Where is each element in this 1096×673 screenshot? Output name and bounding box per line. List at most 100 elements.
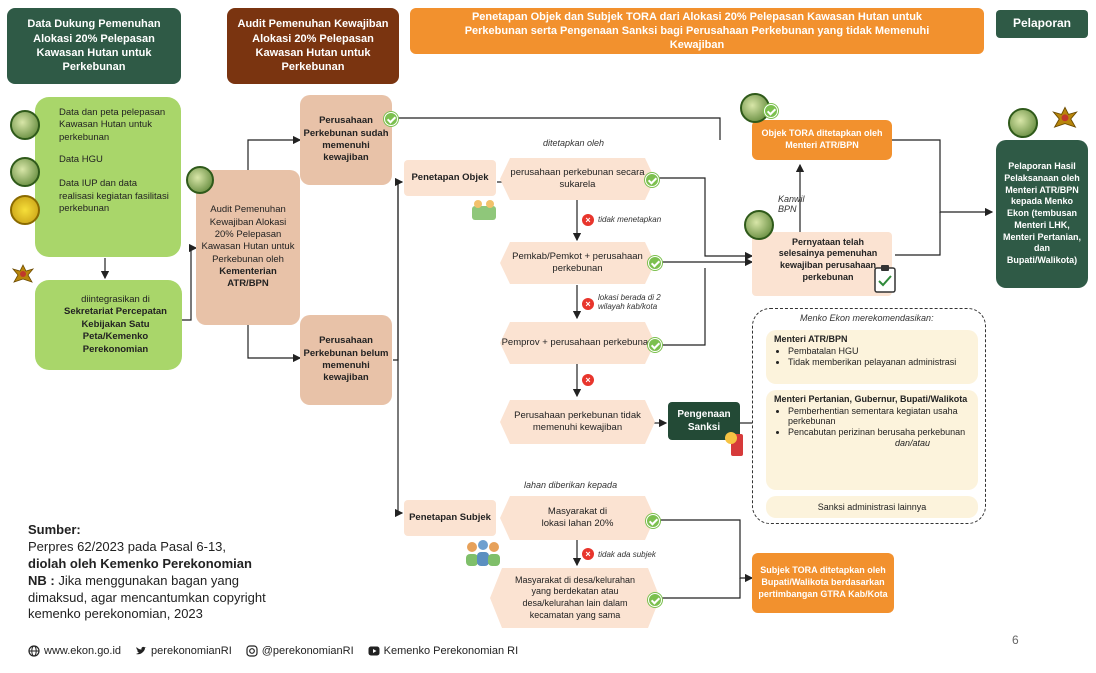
- footer-youtube-text: Kemenko Perekonomian RI: [383, 645, 519, 657]
- header-penetapan: Penetapan Objek dan Subjek TORA dari Alo…: [410, 8, 984, 54]
- lokasi-label: lokasi berada di 2 wilayah kab/kota: [598, 293, 661, 311]
- sanction-icon: [725, 432, 743, 456]
- check-icon: [384, 112, 398, 126]
- diamond-sukarela-text: perusahaan perkebunan secara sukarela: [510, 166, 645, 190]
- integrasi-body: Sekretariat Percepatan Kebijakan Satu Pe…: [64, 306, 167, 355]
- diamond-tidak-memenuhi-text: Perusahaan perkebunan tidak memenuhi kew…: [514, 409, 641, 433]
- audit-box-bold: Kementerian ATR/BPN: [219, 266, 277, 290]
- check-icon: [648, 256, 662, 270]
- tidak-menetapkan-label: tidak menetapkan: [598, 215, 662, 224]
- atr-item: Pembatalan HGU: [788, 346, 970, 356]
- lainnya-text: Sanksi administrasi lainnya: [817, 502, 927, 512]
- nb-label: NB :: [28, 572, 55, 588]
- rekomendasi-title: Menko Ekon merekomendasikan:: [800, 313, 934, 323]
- cross-icon: ×: [582, 298, 594, 310]
- emblem-icon: [186, 166, 214, 194]
- youtube-icon: [368, 646, 380, 656]
- header-audit: Audit Pemenuhan Kewajiban Alokasi 20% Pe…: [227, 8, 399, 84]
- header-audit-text: Audit Pemenuhan Kewajiban Alokasi 20% Pe…: [237, 18, 389, 74]
- rekomendasi-tani-card: Menteri Pertanian, Gubernur, Bupati/Wali…: [766, 390, 978, 490]
- header-data-dukung: Data Dukung Pemenuhan Alokasi 20% Pelepa…: [7, 8, 181, 84]
- perusahaan-belum-text: Perusahaan Perkebunan belum memenuhi kew…: [303, 335, 389, 384]
- pernyataan-text: Pernyataan telah selesainya pemenuhan ke…: [778, 236, 878, 282]
- rekomendasi-lainnya-card: Sanksi administrasi lainnya: [766, 496, 978, 518]
- header-pelaporan-text: Pelaporan: [1012, 16, 1072, 31]
- pelaporan-box-text: Pelaporan Hasil Pelaksanaan oleh Menteri…: [1002, 161, 1082, 265]
- audit-box-text: Audit Pemenuhan Kewajiban Alokasi 20% Pe…: [201, 204, 295, 265]
- data-box: Data dan peta pelepasan Kawasan Hutan un…: [35, 97, 181, 257]
- footer-instagram[interactable]: @perekonomianRI: [246, 645, 354, 657]
- emblem-icon: [10, 157, 40, 187]
- check-icon: [764, 104, 778, 118]
- footer-instagram-text: @perekonomianRI: [261, 645, 354, 657]
- objek-tora-box: Objek TORA ditetapkan oleh Menteri ATR/B…: [752, 120, 892, 160]
- rekomendasi-panel: [752, 308, 986, 524]
- diamond-pemkab: Pemkab/Pemkot + perusahaan perkebunan: [500, 242, 655, 284]
- perusahaan-belum-box: Perusahaan Perkebunan belum memenuhi kew…: [300, 315, 392, 405]
- sumber-line2: diolah oleh Kemenko Perekonomian: [28, 555, 252, 571]
- sumber-line1: Perpres 62/2023 pada Pasal 6-13,: [28, 538, 227, 554]
- subjek-tora-text: Subjek TORA ditetapkan oleh Bupati/Walik…: [758, 565, 888, 599]
- footer-web[interactable]: www.ekon.go.id: [28, 645, 121, 657]
- footer: www.ekon.go.id perekonomianRI @perekonom…: [28, 642, 728, 660]
- footer-youtube[interactable]: Kemenko Perekonomian RI: [368, 645, 519, 657]
- cross-icon: ×: [582, 214, 594, 226]
- header-penetapan-text: Penetapan Objek dan Subjek TORA dari Alo…: [464, 10, 930, 52]
- rekomendasi-atr-card: Menteri ATR/BPN Pembatalan HGU Tidak mem…: [766, 330, 978, 384]
- data-item-1: Data dan peta pelepasan Kawasan Hutan un…: [59, 107, 166, 143]
- integrasi-prefix: diintegrasikan di: [81, 294, 150, 306]
- check-icon: [646, 514, 660, 528]
- emblem-icon: [10, 110, 40, 140]
- footer-web-text: www.ekon.go.id: [44, 645, 122, 657]
- check-icon: [645, 173, 659, 187]
- sumber-block: Sumber: Perpres 62/2023 pada Pasal 6-13,…: [28, 522, 288, 623]
- atr-title: Menteri ATR/BPN: [774, 334, 848, 344]
- diamond-masyarakat-lokasi-text: Masyarakat di lokasi lahan 20%: [541, 505, 614, 529]
- pernyataan-box: Pernyataan telah selesainya pemenuhan ke…: [752, 232, 892, 296]
- audit-box: Audit Pemenuhan Kewajiban Alokasi 20% Pe…: [196, 170, 300, 325]
- tani-item: Pencabutan perizinan berusaha perkebunan: [788, 427, 970, 437]
- cross-icon: ×: [582, 374, 594, 386]
- integrasi-box: diintegrasikan di Sekretariat Percepatan…: [35, 280, 182, 370]
- diamond-masyarakat-lokasi: Masyarakat di lokasi lahan 20%: [500, 496, 655, 540]
- sumber-title: Sumber:: [28, 522, 81, 537]
- kanwil-label: Kanwil BPN: [778, 194, 805, 214]
- penetapan-objek-box: Penetapan Objek: [404, 160, 496, 196]
- header-data-dukung-text: Data Dukung Pemenuhan Alokasi 20% Pelepa…: [27, 18, 161, 74]
- cross-icon: ×: [582, 548, 594, 560]
- footer-twitter[interactable]: perekonomianRI: [135, 645, 232, 657]
- tani-title: Menteri Pertanian, Gubernur, Bupati/Wali…: [774, 394, 968, 404]
- tani-item: Pemberhentian sementara kegiatan usaha p…: [788, 406, 970, 426]
- check-icon: [648, 593, 662, 607]
- tidak-ada-subjek-label: tidak ada subjek: [598, 550, 656, 559]
- header-pelaporan: Pelaporan: [996, 10, 1088, 38]
- objek-tora-text: Objek TORA ditetapkan oleh Menteri ATR/B…: [761, 128, 883, 150]
- pelaporan-box: Pelaporan Hasil Pelaksanaan oleh Menteri…: [996, 140, 1088, 288]
- footer-twitter-text: perekonomianRI: [151, 645, 232, 657]
- diamond-pemprov: Pemprov + perusahaan perkebunan: [500, 322, 655, 364]
- page-number: 6: [1012, 633, 1019, 647]
- atr-item: Tidak memberikan pelayanan administrasi: [788, 357, 970, 367]
- diamond-tidak-memenuhi: Perusahaan perkebunan tidak memenuhi kew…: [500, 400, 655, 444]
- diamond-pemkab-text: Pemkab/Pemkot + perusahaan perkebunan: [512, 250, 643, 274]
- twitter-icon: [136, 646, 147, 655]
- perusahaan-sudah-box: Perusahaan Perkebunan sudah memenuhi kew…: [300, 95, 392, 185]
- emblem-icon: [744, 210, 774, 240]
- pengenaan-sanksi-text: Pengenaan Sanksi: [677, 409, 731, 433]
- dan-atau-label: dan/atau: [894, 438, 930, 448]
- garuda-icon: [11, 264, 35, 283]
- emblem-icon: [1008, 108, 1038, 138]
- penetapan-subjek-text: Penetapan Subjek: [409, 511, 491, 523]
- diamond-masyarakat-desa-text: Masyarakat di desa/kelurahan yang berdek…: [514, 574, 636, 620]
- data-item-2: Data HGU: [59, 154, 103, 166]
- emblem-icon: [10, 195, 40, 225]
- subjek-tora-box: Subjek TORA ditetapkan oleh Bupati/Walik…: [752, 553, 894, 613]
- nb-text: Jika menggunakan bagan yang dimaksud, ag…: [28, 572, 266, 622]
- diamond-pemprov-text: Pemprov + perusahaan perkebunan: [501, 336, 654, 348]
- lahan-diberikan-label: lahan diberikan kepada: [524, 480, 618, 490]
- penetapan-subjek-box: Penetapan Subjek: [404, 500, 496, 536]
- sumber-nb: NB : Jika menggunakan bagan yang dimaksu…: [28, 573, 288, 624]
- data-item-3: Data IUP dan data realisasi kegiatan fas…: [59, 178, 169, 215]
- handshake-icon: [472, 200, 496, 220]
- ditetapkan-oleh-label: ditetapkan oleh: [543, 138, 605, 148]
